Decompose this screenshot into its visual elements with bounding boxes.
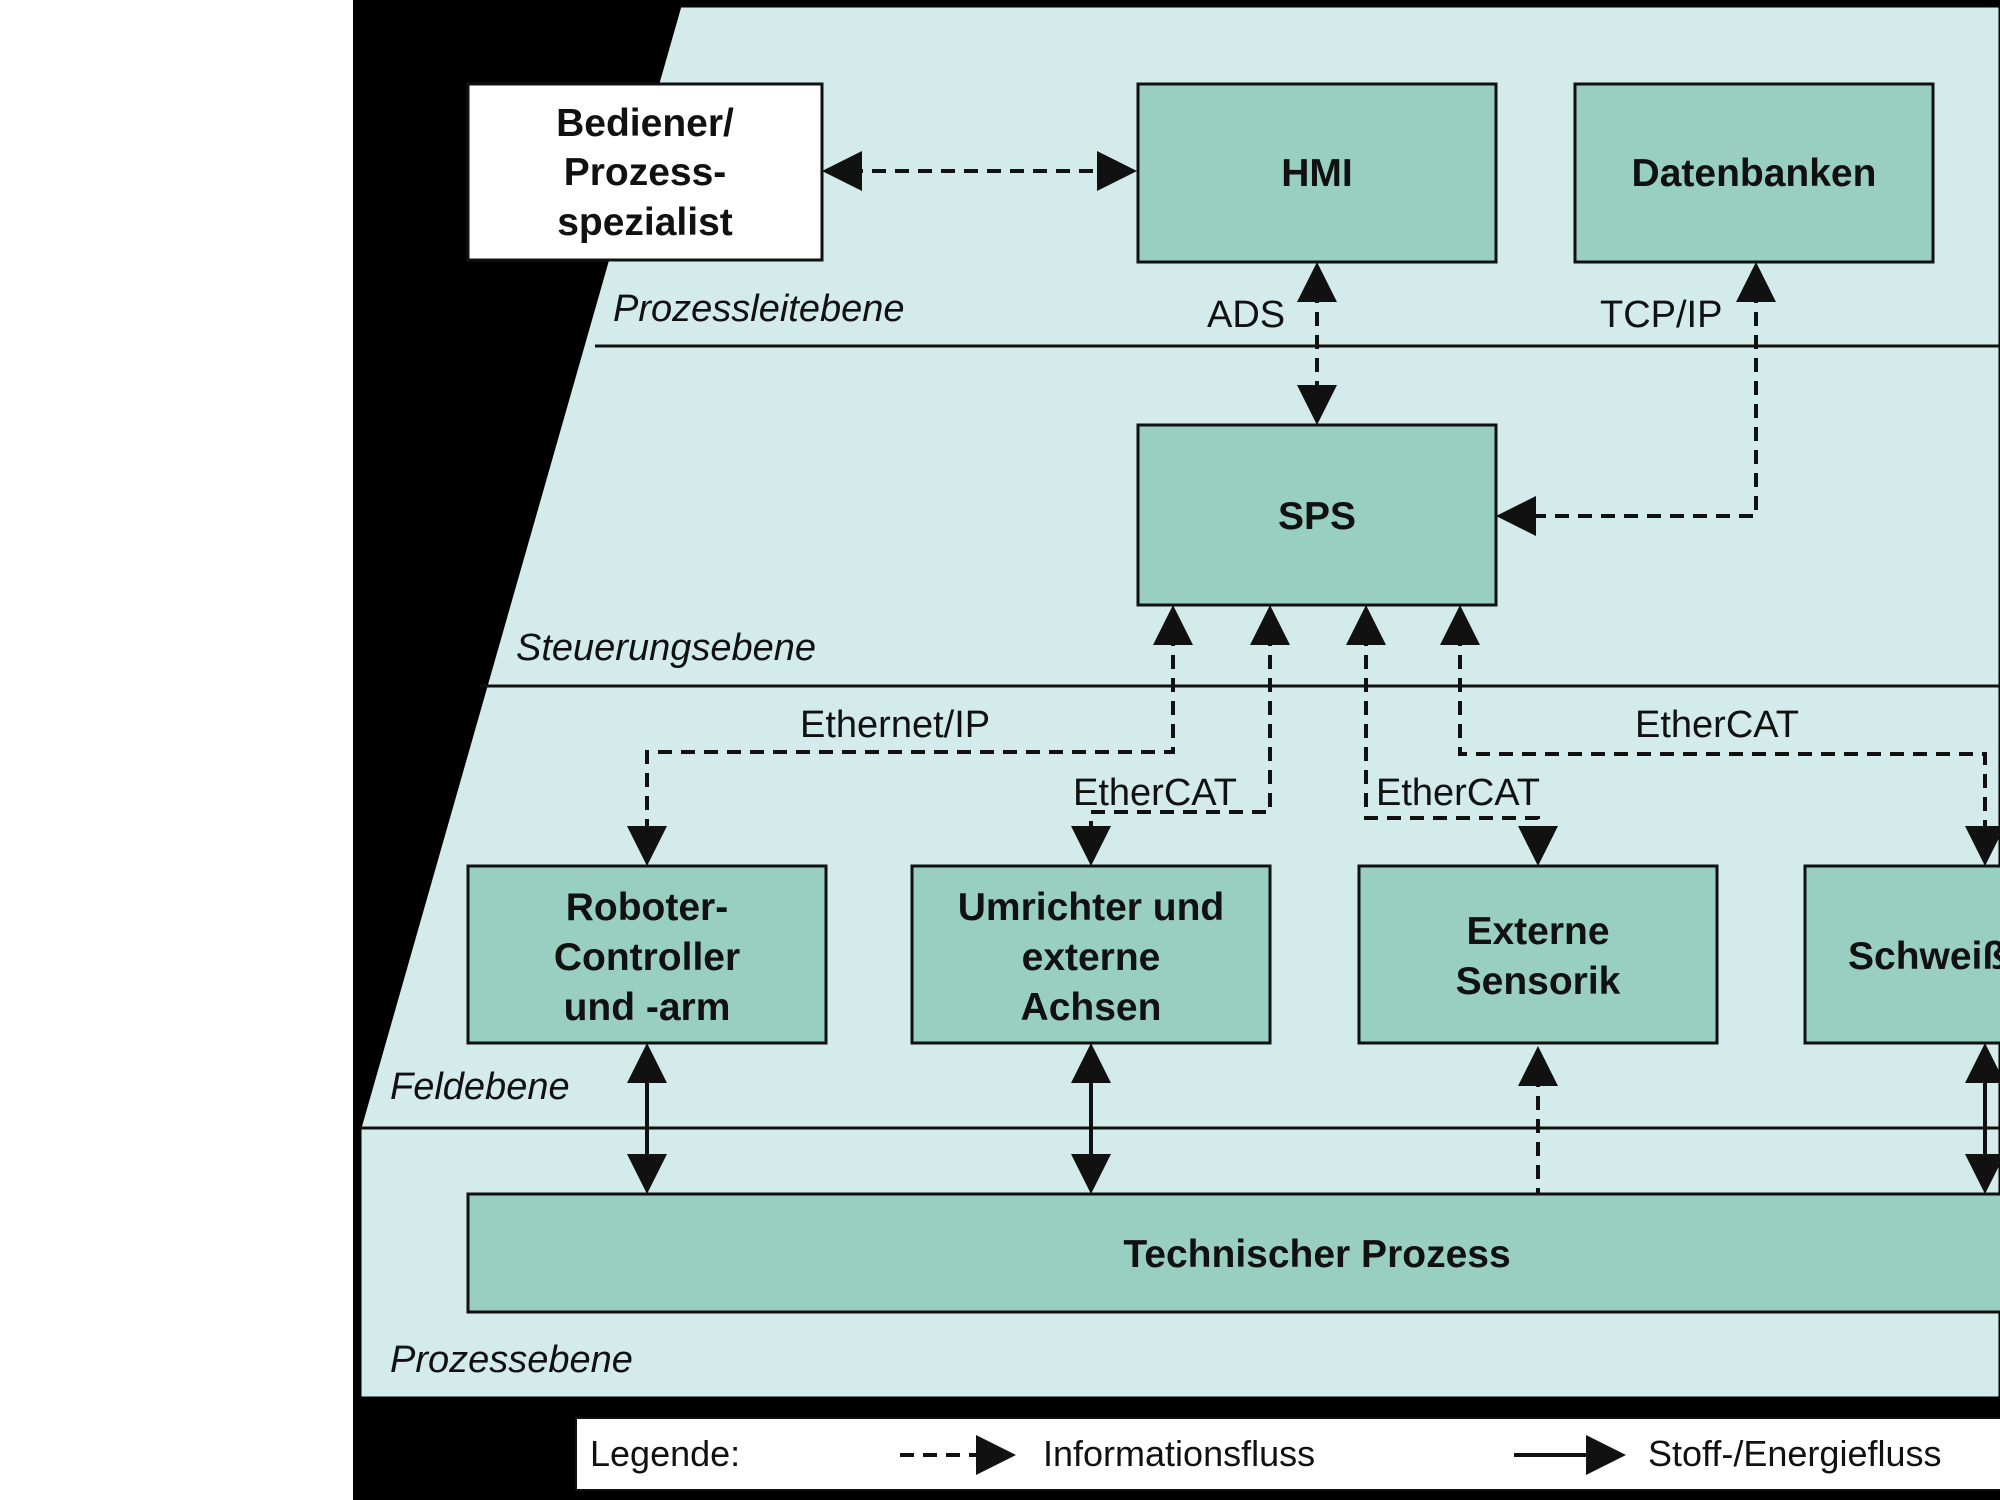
protocol-label-ads: ADS bbox=[1207, 294, 1285, 336]
legend-material-flow-label: Stoff-/Energiefluss bbox=[1648, 1433, 1941, 1474]
technischer-prozess-label: Technischer Prozess bbox=[1123, 1233, 1510, 1276]
level-label-steuerungsebene: Steuerungsebene bbox=[516, 627, 816, 669]
sensorik-line-1: Externe bbox=[1466, 910, 1609, 953]
protocol-label-ethercat-umrichter: EtherCAT bbox=[1073, 772, 1237, 814]
roboter-line-2: Controller bbox=[554, 936, 740, 979]
protocol-label-tcpip: TCP/IP bbox=[1600, 294, 1722, 336]
schweiss-label: Schweiß bbox=[1848, 935, 2000, 978]
umrichter-box: Umrichter und externe Achsen bbox=[910, 864, 1272, 1045]
protocol-label-ethercat-schweiss: EtherCAT bbox=[1635, 704, 1799, 746]
legend-info-flow-label: Informationsfluss bbox=[1043, 1433, 1315, 1474]
roboter-line-3: und -arm bbox=[564, 986, 731, 1029]
roboter-box: Roboter- Controller und -arm bbox=[466, 864, 828, 1045]
roboter-line-1: Roboter- bbox=[566, 886, 728, 929]
operator-box: Bediener/ Prozess- spezialist bbox=[466, 82, 824, 262]
operator-line-3: spezialist bbox=[557, 201, 733, 244]
info-flow-connectors bbox=[627, 151, 2000, 1194]
datenbanken-label: Datenbanken bbox=[1632, 152, 1877, 195]
schweiss-box: Schweiß bbox=[1803, 864, 2000, 1045]
protocol-label-ethernet-ip: Ethernet/IP bbox=[800, 704, 990, 746]
operator-line-2: Prozess- bbox=[564, 151, 727, 194]
sps-label: SPS bbox=[1278, 495, 1356, 538]
level-label-feldebene: Feldebene bbox=[390, 1066, 570, 1108]
sensorik-box: Externe Sensorik bbox=[1357, 864, 1719, 1045]
connector-sps-schweiss bbox=[1440, 605, 2000, 866]
level-label-prozessleitebene: Prozessleitebene bbox=[613, 288, 905, 330]
umrichter-line-2: externe bbox=[1022, 936, 1161, 979]
connector-sps-umrichter bbox=[1071, 605, 1290, 866]
hmi-box: HMI bbox=[1136, 82, 1498, 264]
sps-box: SPS bbox=[1136, 423, 1498, 607]
level-label-prozessebene: Prozessebene bbox=[390, 1339, 633, 1381]
umrichter-line-3: Achsen bbox=[1021, 986, 1162, 1029]
technischer-prozess-box: Technischer Prozess bbox=[466, 1192, 2000, 1314]
material-flow-connectors bbox=[627, 1043, 2000, 1194]
legend: Legende: Informationsfluss Stoff-/Energi… bbox=[575, 1417, 2000, 1491]
sensorik-line-2: Sensorik bbox=[1456, 960, 1621, 1003]
datenbanken-box: Datenbanken bbox=[1573, 82, 1935, 264]
hmi-label: HMI bbox=[1281, 152, 1353, 195]
umrichter-line-1: Umrichter und bbox=[958, 886, 1225, 929]
connector-datenbanken-sps bbox=[1496, 262, 1776, 536]
legend-title: Legende: bbox=[590, 1433, 740, 1474]
protocol-label-ethercat-sensorik: EtherCAT bbox=[1376, 772, 1540, 814]
operator-line-1: Bediener/ bbox=[556, 102, 734, 145]
